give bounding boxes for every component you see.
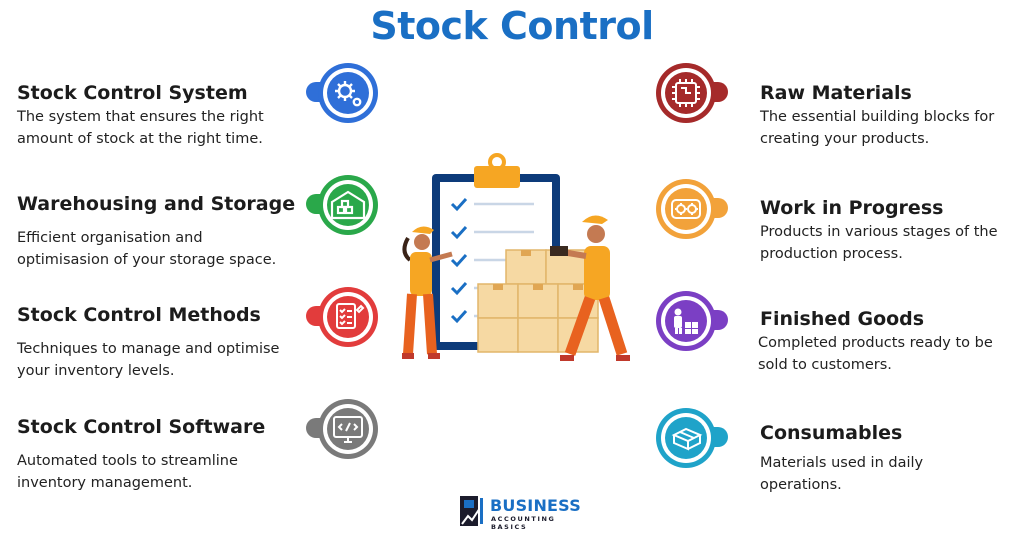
right-worker <box>550 215 630 361</box>
box-stack-icon <box>656 408 728 468</box>
stock-control-system-badge <box>302 60 382 126</box>
chip-icon <box>656 63 728 123</box>
item-description-line: operations. <box>760 477 842 493</box>
gear-icon <box>306 63 378 123</box>
item-description-line: Techniques to manage and optimise <box>17 341 280 357</box>
item-description: Efficient organisation and optimisasion … <box>17 227 307 271</box>
item-description: Completed products ready to be sold to c… <box>758 332 1015 376</box>
raw-materials-badge <box>652 60 732 126</box>
item-work-in-progress: Work in Progress Products in various sta… <box>760 197 1015 265</box>
item-description: The system that ensures the right amount… <box>17 106 307 150</box>
illustration-svg <box>402 153 630 361</box>
item-description-line: Products in various stages of the <box>760 224 998 240</box>
item-stock-control-system: Stock Control System The system that ens… <box>17 82 307 150</box>
stock-control-software-badge <box>302 396 382 462</box>
item-heading: Stock Control System <box>17 82 248 104</box>
item-raw-materials: Raw Materials The essential building blo… <box>760 82 1015 150</box>
item-description-line: Efficient organisation and <box>17 230 203 246</box>
warehousing-badge <box>302 172 382 238</box>
item-description-line: The system that ensures the right <box>17 109 264 125</box>
worker-boxes-icon <box>656 291 728 351</box>
item-heading: Stock Control Methods <box>17 304 261 326</box>
work-in-progress-badge <box>652 176 732 242</box>
item-warehousing-and-storage: Warehousing and Storage Efficient organi… <box>17 193 307 271</box>
item-description-line: amount of stock at the right time. <box>17 131 263 147</box>
logo-mark-icon <box>460 496 483 526</box>
item-description-line: Materials used in daily <box>760 455 924 471</box>
logo-text-line2: ACCOUNTING BASICS <box>491 515 556 531</box>
item-heading: Work in Progress <box>760 197 944 219</box>
left-worker <box>402 226 453 359</box>
item-heading: Stock Control Software <box>17 416 266 438</box>
item-stock-control-methods: Stock Control Methods Techniques to mana… <box>17 304 307 382</box>
item-description-line: inventory management. <box>17 475 193 491</box>
consumables-badge <box>652 405 732 471</box>
page-title: Stock Control <box>370 4 654 48</box>
monitor-code-icon <box>306 399 378 459</box>
item-stock-control-software: Stock Control Software Automated tools t… <box>17 416 307 494</box>
item-description: Products in various stages of the produc… <box>760 221 1015 265</box>
stock-control-methods-badge <box>302 284 382 350</box>
item-heading: Finished Goods <box>760 308 925 330</box>
item-description-line: The essential building blocks for <box>760 109 995 125</box>
item-heading: Consumables <box>760 422 903 444</box>
item-heading: Raw Materials <box>760 82 912 104</box>
checklist-icon <box>306 287 378 347</box>
item-description-line: creating your products. <box>760 131 930 147</box>
item-description-line: optimisasion of your storage space. <box>17 252 277 268</box>
item-consumables: Consumables Materials used in daily oper… <box>760 422 1015 496</box>
logo-text-line1: BUSINESS <box>490 496 581 515</box>
clipboard-workers-illustration <box>394 152 644 376</box>
warehouse-icon <box>306 175 378 235</box>
item-description: Materials used in daily operations. <box>760 452 1015 496</box>
item-description-line: your inventory levels. <box>17 363 175 379</box>
item-description: Automated tools to streamline inventory … <box>17 450 307 494</box>
item-description-line: production process. <box>760 246 903 262</box>
conveyor-gear-icon <box>656 179 728 239</box>
item-description-line: Automated tools to streamline <box>17 453 238 469</box>
item-heading: Warehousing and Storage <box>17 193 296 215</box>
item-description: Techniques to manage and optimise your i… <box>17 338 307 382</box>
item-description: The essential building blocks for creati… <box>760 106 1015 150</box>
check-marks <box>450 197 468 324</box>
item-description-line: sold to customers. <box>758 357 892 373</box>
finished-goods-badge <box>652 288 732 354</box>
item-finished-goods: Finished Goods Completed products ready … <box>758 308 1015 376</box>
item-description-line: Completed products ready to be <box>758 335 993 351</box>
business-accounting-basics-logo: BUSINESS ACCOUNTING BASICS <box>458 494 588 531</box>
